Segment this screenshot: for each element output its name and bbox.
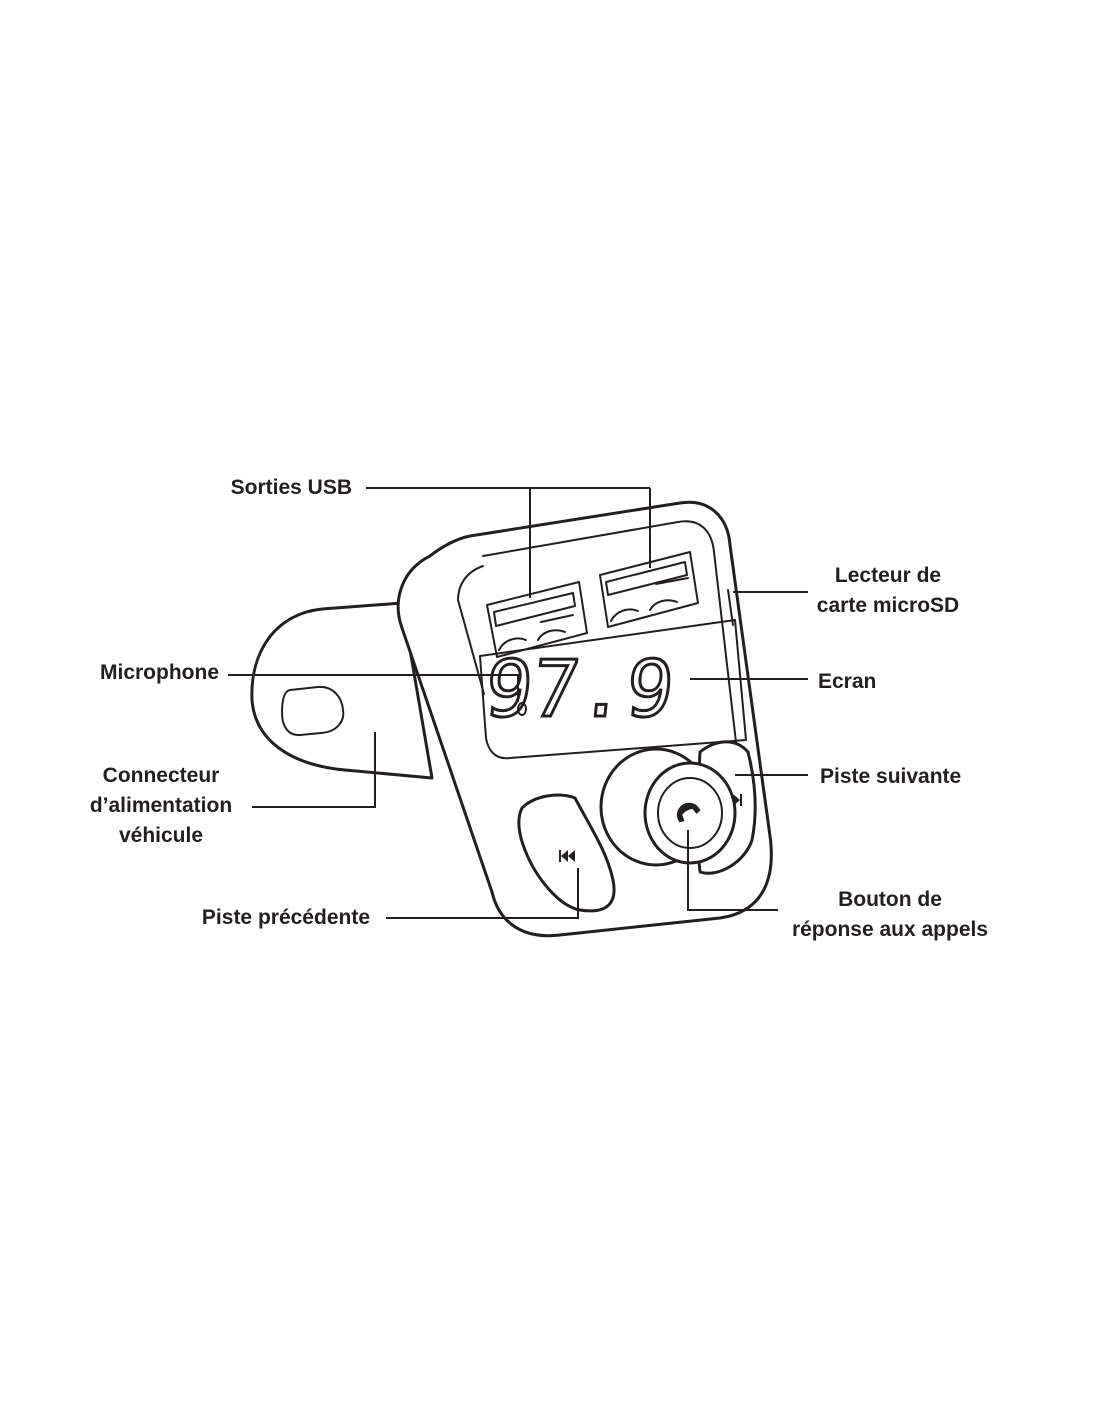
power-connector-label-line1: Connecteur	[103, 764, 220, 787]
usb-outputs-label: Sorties USB	[231, 476, 352, 499]
usb-port-left	[486, 581, 588, 658]
power-plug	[250, 601, 434, 780]
display-screen: 97.9	[479, 619, 747, 760]
usb-port-right	[599, 551, 699, 628]
answer-button-label-line2: réponse aux appels	[792, 918, 988, 941]
power-connector-label-line3: véhicule	[119, 824, 203, 847]
skip-back-icon	[559, 850, 575, 862]
microsd-slot	[727, 589, 734, 626]
previous-track-label: Piste précédente	[202, 906, 370, 929]
microphone-label: Microphone	[100, 661, 219, 684]
screen-label: Ecran	[818, 670, 876, 693]
previous-track-button[interactable]	[517, 793, 616, 913]
microsd-reader-label-line1: Lecteur de	[835, 564, 941, 587]
microsd-reader-label-line2: carte microSD	[817, 594, 959, 617]
frequency-readout: 97.9	[481, 644, 678, 735]
next-track-label: Piste suivante	[820, 765, 961, 788]
microphone-hole	[517, 702, 527, 716]
leader-lines	[228, 487, 808, 919]
answer-button-label-line1: Bouton de	[838, 888, 942, 911]
call-answer-button[interactable]	[599, 747, 737, 867]
power-connector-label-line2: d’alimentation	[90, 794, 232, 817]
phone-handset-icon	[676, 802, 701, 823]
